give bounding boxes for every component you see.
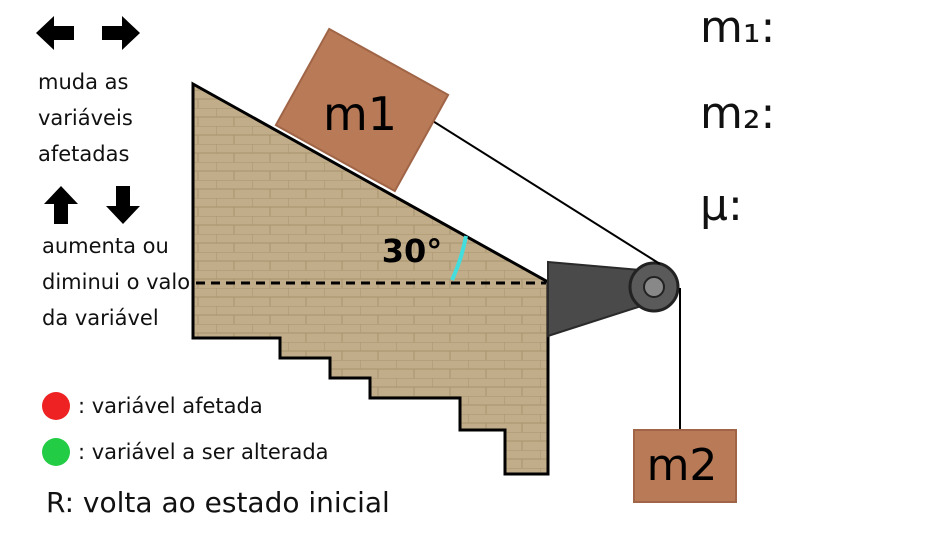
block-m1-label: m1 (323, 87, 397, 141)
angle-arc (450, 235, 468, 281)
block-m2-label: m2 (647, 440, 718, 491)
legend-to-change: : variável a ser alterada (42, 438, 329, 466)
left-arrow-icon[interactable] (34, 12, 76, 54)
pulley-axle (643, 276, 665, 298)
green-dot-icon (42, 438, 70, 466)
readout-m1: m₁: (700, 2, 776, 53)
legend-affected: : variável afetada (42, 392, 263, 420)
down-arrow-icon[interactable] (102, 184, 144, 226)
right-arrow-icon[interactable] (100, 12, 142, 54)
pulley-bracket (547, 260, 662, 338)
up-arrow-icon[interactable] (40, 184, 82, 226)
readout-mu: μ: (700, 180, 743, 231)
red-dot-icon (42, 392, 70, 420)
pulley-wheel (628, 261, 680, 313)
left-right-help-text: muda as variáveis afetadas (38, 70, 133, 166)
block-m1[interactable] (274, 27, 450, 193)
up-down-help-text: aumenta ou diminui o valor da variável (42, 234, 199, 330)
reset-help-text: R: volta ao estado inicial (46, 486, 390, 519)
rope-incline (427, 117, 661, 265)
angle-label: 30° (382, 232, 443, 270)
legend-affected-label: : variável afetada (78, 394, 263, 418)
block-m2[interactable] (633, 429, 737, 503)
legend-to-change-label: : variável a ser alterada (78, 440, 329, 464)
readout-m2: m₂: (700, 88, 776, 139)
